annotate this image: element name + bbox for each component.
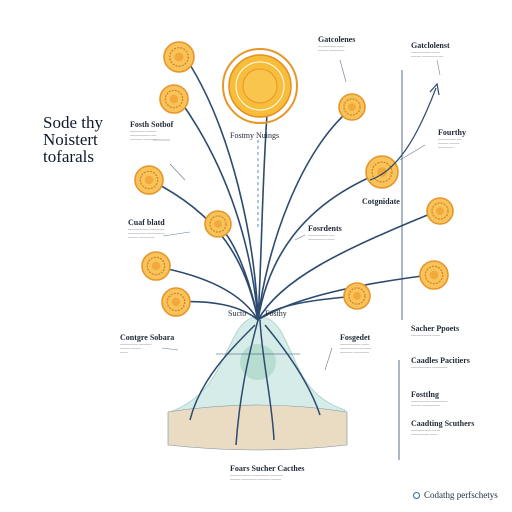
growth-arrow: [369, 82, 440, 181]
label-top-left: Fosth Sotbof ────── ──────────── ───────…: [130, 120, 174, 143]
title-line-2: Noistert: [43, 130, 98, 149]
label-right-center: Cotgnidate: [362, 197, 400, 206]
label-center-mid: Fostmy Nuings: [230, 131, 280, 140]
label-trunk-left: Sucto: [228, 309, 247, 318]
flower-icon: [159, 84, 189, 114]
label-top-center: Gatcolenes ─────── ─────── ──────: [318, 35, 356, 53]
label-right-low2: Caadles Pacitiers ──────── ──────: [411, 356, 470, 370]
flower-icon: [419, 260, 449, 290]
label-center-fork: Fosrdents ──────── ───────── ───: [308, 224, 342, 242]
title-line-1: Sode thy: [43, 113, 103, 132]
right-brackets: [398, 70, 403, 460]
flower-icon: [161, 287, 191, 317]
flower-icon: [338, 93, 366, 121]
footer-icon: [413, 491, 420, 499]
label-right-mid: Fourthy ─────── ────── ──────────: [438, 128, 466, 151]
flower-icon: [134, 165, 164, 195]
flower-icon: [426, 197, 454, 225]
sun-icon: [222, 48, 298, 124]
diagram-title: Sode thy Noistert tofarals: [43, 114, 103, 165]
seed-core: [240, 344, 276, 380]
flower-icon: [204, 210, 232, 238]
label-bottom-left: Contgre Sobara ─────── ───────── ───────: [120, 333, 175, 356]
roots: [189, 319, 321, 446]
label-left-mid: Cuaf blatd ──────── ───────────── ──────…: [128, 218, 165, 241]
flower-icon: [141, 251, 171, 281]
flower-icon: [163, 41, 195, 73]
label-trunk-right: Fosthy: [265, 309, 287, 318]
footer: Codathg perfschetys: [413, 490, 498, 500]
label-right-low3: Fosttlng ──────── ────────── ───────: [411, 390, 448, 408]
flower-icon: [343, 282, 371, 310]
label-bottom-mid: Fosgedet ──────── ────────── ────────── …: [340, 333, 372, 356]
footer-text: Codathg perfschetys: [424, 490, 498, 500]
label-right-low1: Sacher Ppoets ──────── ───: [411, 324, 460, 338]
ground-mound: [167, 404, 348, 451]
label-right-low4: Caadting Scuthers ──────── ────────── ──…: [411, 419, 475, 437]
label-bottom-center: Foars Sucher Cacthes ──────── ─────── ──…: [230, 464, 305, 482]
stems: [149, 59, 441, 321]
leader-lines: [153, 59, 441, 371]
title-line-3: tofarals: [43, 147, 94, 166]
flower-icon: [365, 155, 399, 189]
label-top-right: Gatclolenst ──────── ─────── ────── ──: [411, 41, 450, 59]
